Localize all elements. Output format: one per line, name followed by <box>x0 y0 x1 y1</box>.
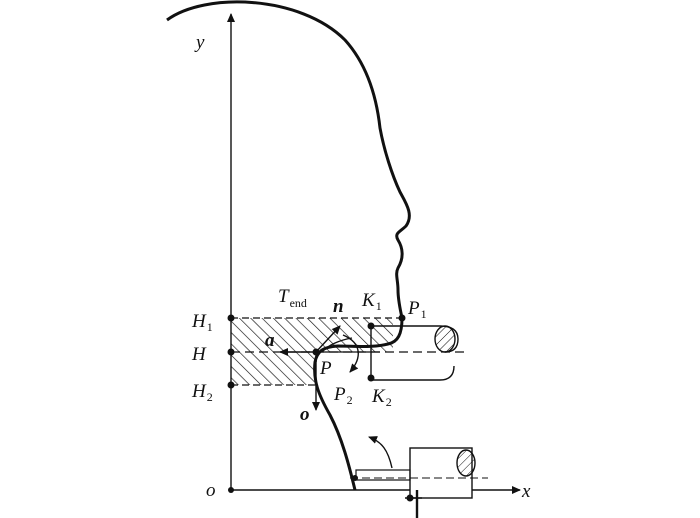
origin-label: o <box>206 480 216 501</box>
h-label: H <box>191 344 207 365</box>
lower-tool-end-hatched <box>456 449 476 477</box>
hatched-band-upper <box>231 318 393 352</box>
tend-label: Tend <box>278 286 307 310</box>
hatched-band-lower <box>231 352 318 385</box>
h2-label: H2 <box>191 381 213 404</box>
upper-tool-end-hatched <box>434 325 456 353</box>
point-lower-post <box>406 494 414 502</box>
h1-label: H1 <box>191 311 213 334</box>
y-axis-label: y <box>194 32 205 53</box>
k2-label: K2 <box>371 386 392 409</box>
x-axis-label: x <box>521 481 531 502</box>
point-h1 <box>227 314 235 322</box>
head-profile-curve <box>166 0 411 491</box>
lower-tool-tip <box>355 469 411 481</box>
upper-tool-body <box>371 325 440 381</box>
point-origin <box>228 487 234 493</box>
p-label: P <box>319 358 332 379</box>
point-p <box>312 348 320 356</box>
k1-label: K1 <box>361 290 382 313</box>
p2-label: P2 <box>333 384 353 407</box>
point-k1 <box>367 322 375 330</box>
lower-rotation-arrow <box>368 436 393 469</box>
p1-label: P1 <box>407 298 427 321</box>
o-vector-label: o <box>300 404 310 425</box>
vector-n-arrow <box>315 325 341 353</box>
point-h <box>227 348 235 356</box>
point-lower-contact <box>352 475 358 481</box>
upper-rotation-arrow <box>342 334 359 373</box>
point-p1 <box>398 314 406 322</box>
n-label: n <box>333 296 344 317</box>
point-h2 <box>227 381 235 389</box>
point-k2 <box>367 374 375 382</box>
a-label: a <box>265 330 275 351</box>
upper-tool-shank <box>439 325 459 381</box>
